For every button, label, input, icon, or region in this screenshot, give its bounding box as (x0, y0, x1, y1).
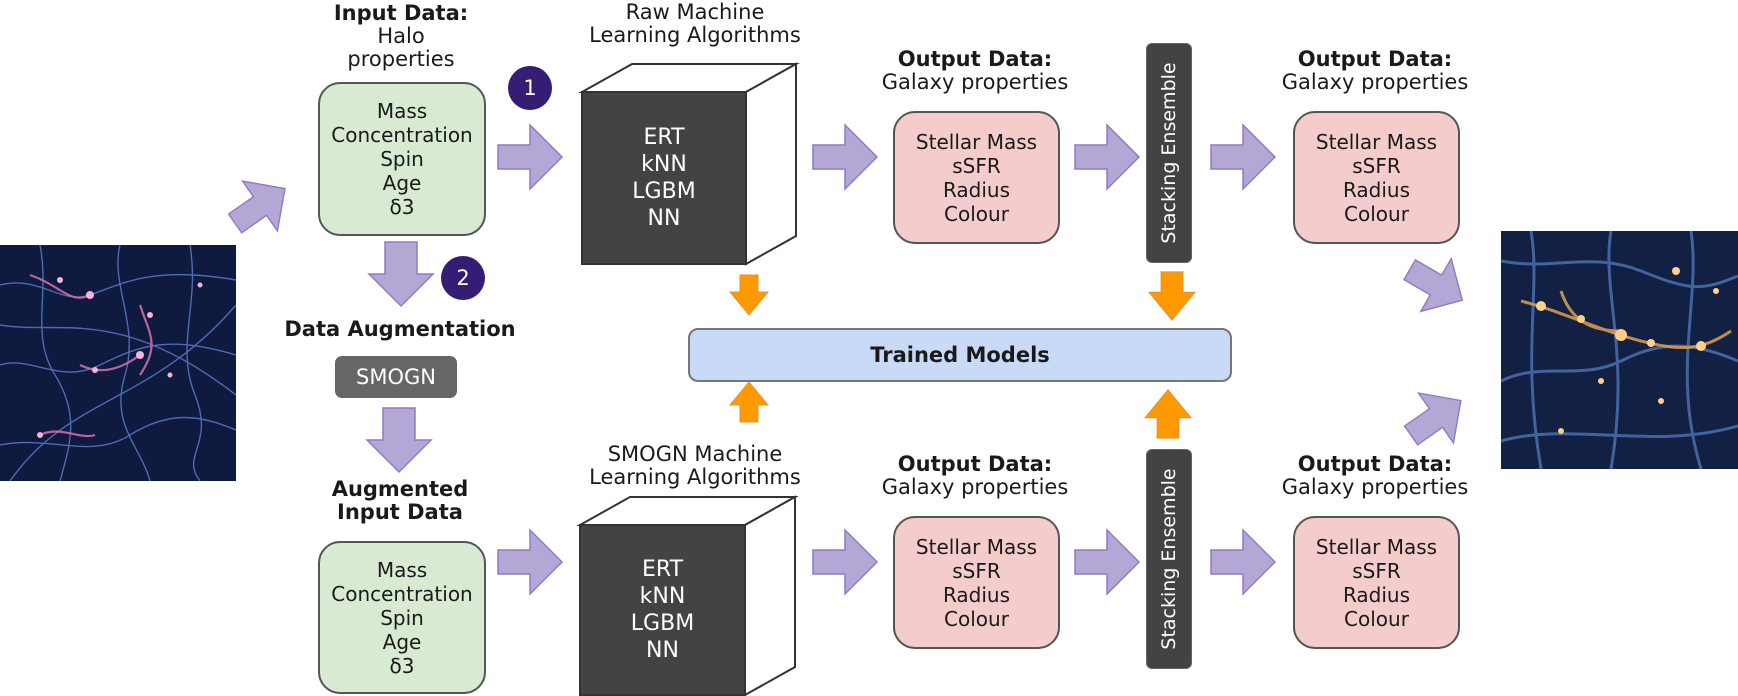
augmented-property: Age (382, 629, 422, 654)
arrow-smogn-to-augmented (366, 407, 432, 473)
halo-property: Mass (376, 99, 428, 123)
galaxy-properties-box-stacked-top: Stellar Mass sSFR Radius Colour (1293, 111, 1460, 244)
arrow-input-to-augmentation (368, 241, 434, 307)
algorithm-label: LGBM (632, 179, 696, 204)
arrow-image-to-input (216, 162, 304, 250)
arrow-smogn-ml-to-trained (729, 381, 769, 423)
halo-properties-box: Mass Concentration Spin Age δ3 (318, 82, 486, 236)
stacking-ensemble-bottom: Stacking Ensemble (1146, 449, 1192, 669)
step-badge-2: 2 (441, 256, 485, 300)
algorithm-label: NN (647, 206, 681, 231)
halo-property: Age (382, 171, 422, 195)
arrow-output-to-stacking-bottom (1074, 529, 1140, 595)
halo-property: Concentration (331, 123, 473, 147)
output-header-stacked-bottom: Output Data: Galaxy properties (1281, 452, 1469, 500)
galaxy-properties-box-raw: Stellar Mass sSFR Radius Colour (893, 111, 1060, 244)
raw-ml-title: Raw Machine Learning Algorithms (589, 0, 801, 48)
galaxy-property: Stellar Mass (1315, 129, 1438, 154)
arrow-output-to-stacking-top (1074, 124, 1140, 190)
step-badge-1: 1 (508, 66, 552, 110)
smogn-ml-title: SMOGN Machine Learning Algorithms (589, 442, 801, 490)
algorithm-label: LGBM (630, 611, 695, 636)
algorithm-label: ERT (641, 557, 684, 582)
galaxy-property: Colour (944, 606, 1009, 631)
arrow-augmented-to-smogn-ml (497, 529, 563, 595)
galaxy-property: Colour (1344, 201, 1409, 226)
halo-property: δ3 (389, 195, 415, 219)
galaxy-property: sSFR (952, 558, 1001, 583)
arrow-stacking-top-to-trained (1148, 271, 1196, 321)
galaxy-distribution-image (1501, 231, 1738, 469)
arrow-raw-ml-to-trained (729, 274, 769, 316)
output-header-smogn: Output Data: Galaxy properties (881, 452, 1069, 500)
raw-ml-cube (578, 62, 800, 266)
stacking-ensemble-top: Stacking Ensemble (1146, 43, 1192, 263)
galaxy-property: Stellar Mass (915, 534, 1038, 559)
input-data-header: Input Data: Halo properties (333, 1, 469, 72)
arrow-smogn-ml-to-output (812, 529, 878, 595)
galaxy-property: Colour (944, 201, 1009, 226)
data-augmentation-title: Data Augmentation (284, 317, 516, 341)
galaxy-property: Radius (1342, 177, 1411, 202)
galaxy-property: sSFR (1352, 153, 1401, 178)
output-header-raw: Output Data: Galaxy properties (881, 47, 1069, 95)
output-header-stacked-top: Output Data: Galaxy properties (1281, 47, 1469, 95)
smogn-ml-algorithms: ERT kNN LGBM NN (580, 525, 745, 695)
dark-matter-web-image (0, 245, 236, 481)
galaxy-property: Radius (942, 582, 1011, 607)
augmented-property: Mass (376, 557, 428, 582)
augmented-property: Spin (380, 605, 424, 630)
augmented-property: Concentration (331, 581, 473, 606)
arrow-output-to-image-top (1393, 242, 1479, 328)
trained-models-box: Trained Models (688, 328, 1232, 382)
galaxy-property: Stellar Mass (1315, 534, 1438, 559)
smogn-pill: SMOGN (335, 356, 457, 398)
augmented-properties-box: Mass Concentration Spin Age δ3 (318, 541, 486, 694)
galaxy-property: Radius (942, 177, 1011, 202)
galaxy-properties-box-stacked-bottom: Stellar Mass sSFR Radius Colour (1293, 516, 1460, 649)
arrow-output-to-image-bottom (1392, 374, 1480, 462)
galaxy-property: Colour (1344, 606, 1409, 631)
halo-property: Spin (380, 147, 424, 171)
galaxy-property: Radius (1342, 582, 1411, 607)
arrow-stacking-to-output-top (1210, 124, 1276, 190)
galaxy-property: sSFR (952, 153, 1001, 178)
augmented-input-header: Augmented Input Data (331, 477, 469, 525)
algorithm-label: ERT (643, 125, 685, 150)
arrow-stacking-to-output-bottom (1210, 529, 1276, 595)
arrow-input-to-raw-ml (497, 124, 563, 190)
galaxy-properties-box-smogn: Stellar Mass sSFR Radius Colour (893, 516, 1060, 649)
arrow-stacking-bottom-to-trained (1144, 389, 1192, 439)
arrow-raw-ml-to-output (812, 124, 878, 190)
raw-ml-algorithms: ERT kNN LGBM NN (582, 92, 746, 264)
augmented-property: δ3 (389, 653, 415, 678)
smogn-ml-cube (576, 495, 799, 696)
algorithm-label: kNN (641, 152, 687, 177)
galaxy-property: sSFR (1352, 558, 1401, 583)
galaxy-property: Stellar Mass (915, 129, 1038, 154)
algorithm-label: NN (646, 638, 679, 663)
algorithm-label: kNN (639, 584, 686, 609)
